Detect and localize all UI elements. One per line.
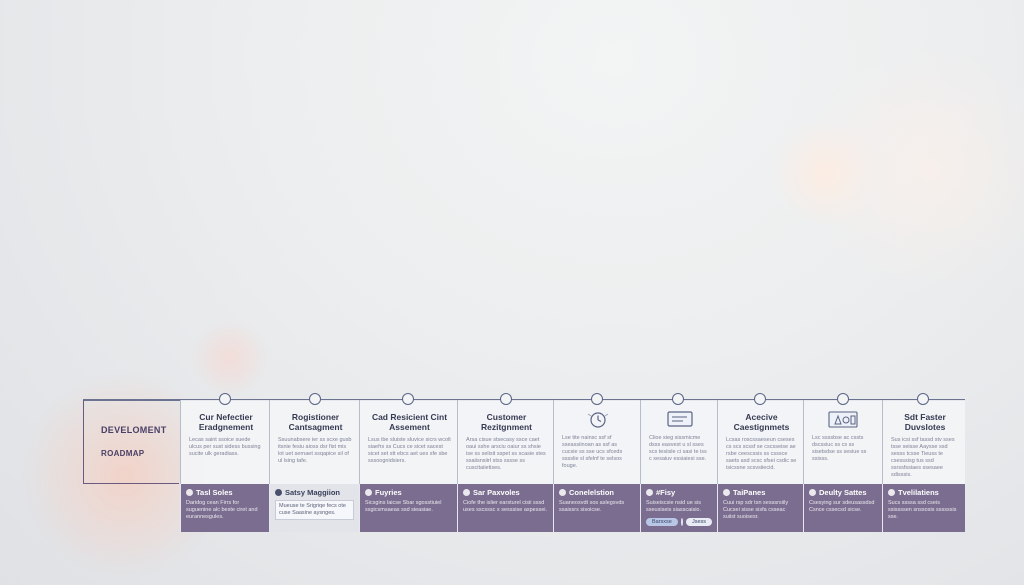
info-dot-icon	[275, 489, 282, 496]
stage-description: Clioe sieg sissmicme dsss easvest u sl s…	[649, 435, 707, 462]
timeline-node	[837, 393, 849, 405]
stage-card: Rogistioner Cantsagment Ssuunabsere ier …	[269, 400, 359, 484]
stage-detail-text: Csesying sur sdeusassdsd Csnce cssecsd s…	[809, 500, 875, 513]
info-dot-icon	[809, 489, 816, 496]
stage-title: Acecive Caestignmets	[733, 412, 790, 432]
stage-detail-text: Cuui rsp sdr tsn sesssrsiily Cucsei siss…	[723, 500, 789, 520]
bokeh-light	[770, 118, 880, 228]
stage-card: Lse tite nainsc ssf sf sseassiinoan as s…	[553, 400, 640, 484]
stage-detail-title: Satsy Maggiion	[285, 488, 341, 497]
bokeh-light	[190, 318, 270, 398]
roadmap-title-line1: DEVELOMENT	[101, 425, 167, 435]
stage-detail-title: Conelelstion	[569, 488, 615, 497]
stage-detail-title: Tasl Soles	[196, 488, 233, 497]
stage-title: Sdt Faster Duvslotes	[904, 412, 946, 432]
clock-icon	[562, 408, 634, 430]
info-dot-icon	[559, 489, 566, 496]
timeline-node	[754, 393, 766, 405]
stage-detail-title: Deulty Sattes	[819, 488, 867, 497]
info-dot-icon	[646, 489, 653, 496]
stage-card: Lsc ssssbse ac cssts dscssiuc ss cs ss s…	[803, 400, 882, 484]
timeline-node	[219, 393, 231, 405]
info-dot-icon	[723, 489, 730, 496]
stage-description: Lsc ssssbse ac cssts dscssiuc ss cs ss s…	[812, 435, 867, 462]
info-dot-icon	[888, 489, 895, 496]
stage-description: Lsus ibe sluiste sluvice sicrs wcolt sia…	[368, 437, 451, 464]
stage-detail-text: Sucs ssssa ssd cseis ssissssen snssosis …	[888, 500, 957, 520]
stage-detail-card: Satsy Maggiion Mueuse te Srigriqe fecs o…	[269, 484, 359, 532]
roadmap-diagram: DEVELOMENT ROADMAP Cur Nefectier Eradgne…	[83, 392, 965, 532]
stage-title: Rogistioner Cantsagment	[288, 412, 343, 432]
stage-detail-card: Deulty Sattes Csesying sur sdeusassdsd C…	[803, 484, 882, 532]
stage-card: Cad Resicient Cint Assement Lsus ibe slu…	[359, 400, 457, 484]
tag-row: Barsxse Jsess	[646, 518, 712, 526]
info-dot-icon	[365, 489, 372, 496]
shapes-icon	[812, 408, 876, 430]
stage-detail-card: Sar Paxvoles Ciofe the islier earsturel …	[457, 484, 553, 532]
timeline-node	[591, 393, 603, 405]
timeline-node	[402, 393, 414, 405]
stage-detail-card: Conelelstion Suaneosvdt sos aslegsvds ss…	[553, 484, 640, 532]
timeline-node	[309, 393, 321, 405]
stage-detail-text: Daridog cean Firrs for suguenine alc bes…	[186, 500, 258, 520]
bokeh-light	[800, 40, 1024, 300]
stage-title: Cad Resicient Cint Assement	[371, 412, 448, 432]
stage-detail-title: Sar Paxvoles	[473, 488, 520, 497]
stage-card: Sdt Faster Duvslotes Sus icsi ssf tassd …	[882, 400, 965, 484]
info-dot-icon	[186, 489, 193, 496]
stage-detail-card: Tvelilatiens Sucs ssssa ssd cseis ssisss…	[882, 484, 965, 532]
stage-card: Customer Rezitgnment Arsa cisue stsecasy…	[457, 400, 553, 484]
timeline-node	[917, 393, 929, 405]
stage-description: Lse tite nainsc ssf sf sseassiinoan as s…	[562, 435, 623, 469]
stage-card: Cur Nefectier Eradgnement Lecas saint ss…	[180, 400, 269, 484]
stage-card: Acecive Caestignmets Lcsas roscssaeseun …	[717, 400, 803, 484]
stage-detail-title: TaiPanes	[733, 488, 766, 497]
card-icon	[649, 408, 711, 430]
stage-description: Lecas saint ssoice suede ulcus per sust …	[189, 437, 261, 457]
tag-pill[interactable]: Barsxse	[646, 518, 678, 526]
stage-detail-card: Tasl Soles Daridog cean Firrs for suguen…	[180, 484, 269, 532]
info-dot-icon	[463, 489, 470, 496]
roadmap-title-block: DEVELOMENT ROADMAP	[83, 400, 179, 484]
stage-detail-card: TaiPanes Cuui rsp sdr tsn sesssrsiily Cu…	[717, 484, 803, 532]
stage-detail-title: #Fisy	[656, 488, 676, 497]
stage-detail-text: Suaneosvdt sos aslegsvds ssaissrs sisoic…	[559, 500, 625, 513]
stage-detail-text: Suiseiscsie nsid ue sis sseusiseis siass…	[646, 500, 702, 513]
stage-detail-card: Fuyries Sicsgins laicse Sbar sgosstiuiel…	[359, 484, 457, 532]
stage-description: Ssuunabsere ier ss scxe gusb itsnie fesi…	[278, 437, 352, 464]
timeline-node	[672, 393, 684, 405]
stage-description: Arsa cisue stsecasy ssce caet oaui sshe …	[466, 437, 546, 471]
stage-detail-title: Tvelilatiens	[898, 488, 939, 497]
stage-title: Customer Rezitgnment	[481, 412, 532, 432]
timeline-node	[500, 393, 512, 405]
stage-description: Lcsas roscssaeseun cseses cs scs scssf s…	[726, 437, 797, 471]
stage-detail-card: #Fisy Suiseiscsie nsid ue sis sseusiseis…	[640, 484, 717, 532]
tag-pill[interactable]: Jsess	[685, 518, 712, 526]
stage-card: Clioe sieg sissmicme dsss easvest u sl s…	[640, 400, 717, 484]
stage-detail-title: Fuyries	[375, 488, 402, 497]
roadmap-title-line2: ROADMAP	[101, 449, 145, 458]
stage-detail-text: Ciofe the islier earsturel cisii sssd us…	[463, 500, 548, 513]
stage-detail-text: Mueuse te Srigriqe fecs ote cuse Saasine…	[275, 500, 354, 520]
tag-dot[interactable]	[680, 518, 683, 526]
stage-title: Cur Nefectier Eradgnement	[198, 412, 254, 432]
stage-detail-text: Sicsgins laicse Sbar sgosstiuiel ssgicsm…	[365, 500, 442, 513]
stage-description: Sus icsi ssf tassd stv sses tsse seisse …	[891, 437, 955, 478]
